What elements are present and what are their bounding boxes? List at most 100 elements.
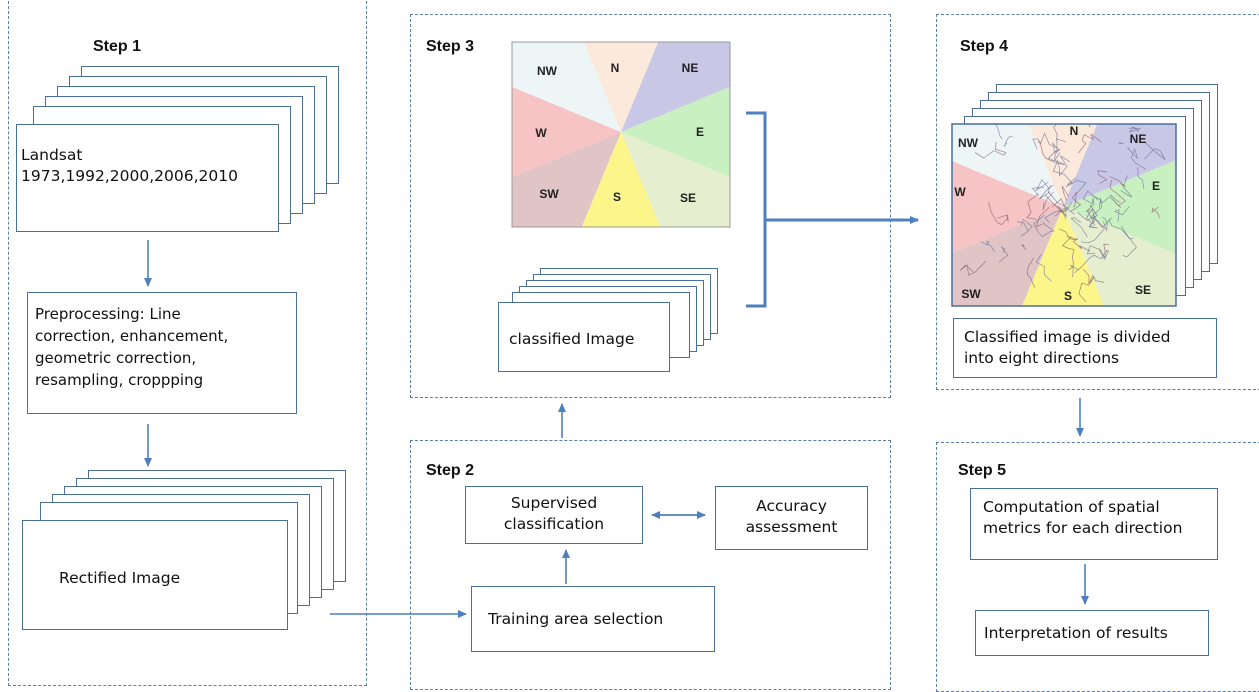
- sector-nw: [952, 124, 1063, 207]
- boundary-line: [1059, 228, 1078, 241]
- direction-label-se: SE: [1135, 283, 1151, 297]
- boundary-line: [1088, 124, 1091, 128]
- boundary-line: [1067, 98, 1078, 109]
- boundary-line: [1113, 205, 1130, 222]
- preprocessing-line: correction, enhancement,: [35, 327, 229, 345]
- boundary-line: [959, 261, 987, 276]
- boundary-line: [1108, 219, 1134, 240]
- boundary-line: [1061, 236, 1075, 271]
- divided-line: Classified image is divided: [964, 328, 1171, 346]
- boundary-line: [1033, 214, 1055, 238]
- interpretation-label: Interpretation of results: [984, 624, 1168, 642]
- boundary-line: [997, 214, 1009, 222]
- rectified-box: Rectified Image: [22, 520, 288, 630]
- boundary-line: [1128, 126, 1142, 133]
- sector-nw: [512, 42, 621, 132]
- boundary-line: [1097, 170, 1108, 184]
- boundary-line: [1070, 191, 1082, 212]
- rectified-label: Rectified Image: [59, 569, 181, 587]
- sector-n: [583, 42, 659, 132]
- step5-label: Step 5: [958, 462, 1007, 479]
- accuracy-line: Accuracy: [756, 497, 827, 515]
- landsat-years: 1973,1992,2000,2006,2010: [21, 167, 238, 185]
- boundary-line: [1047, 138, 1067, 162]
- boundary-line: [1090, 198, 1112, 229]
- preprocessing-line: Preprocessing: Line: [35, 305, 181, 323]
- boundary-line: [1059, 155, 1071, 177]
- step1-label: Step 1: [93, 38, 142, 55]
- direction-label-ne: NE: [1130, 132, 1147, 146]
- divided-line: into eight directions: [964, 349, 1120, 367]
- step4-label: Step 4: [960, 38, 1009, 55]
- sector-sw: [512, 132, 621, 227]
- boundary-line: [1053, 124, 1058, 141]
- boundary-line: [988, 201, 1009, 226]
- boundary-line: [1069, 264, 1080, 278]
- boundary-line: [1109, 176, 1126, 188]
- divided-directions-box: Classified image is divided into eight d…: [953, 318, 1217, 378]
- boundary-line: [1035, 179, 1050, 192]
- direction-label-w: W: [954, 185, 966, 199]
- boundary-line: [1121, 225, 1137, 258]
- boundary-line: [1039, 184, 1054, 200]
- sector-se: [621, 132, 730, 227]
- boundary-line: [1101, 216, 1108, 231]
- sector-e: [1063, 160, 1176, 254]
- direction-label-se: SE: [680, 191, 696, 205]
- boundary-line: [1057, 205, 1075, 220]
- step4-panel: [936, 14, 1259, 390]
- boundary-line: [1082, 190, 1099, 212]
- boundary-line: [1078, 276, 1095, 303]
- direction-label-e: E: [696, 125, 704, 139]
- preprocessing-box: Preprocessing: Line correction, enhancem…: [27, 292, 297, 414]
- sector-w: [952, 161, 1063, 253]
- sector-n: [1028, 124, 1098, 207]
- boundary-line: [1051, 198, 1066, 217]
- direction-label-ne: NE: [682, 61, 699, 75]
- supervised-line: classification: [503, 515, 605, 533]
- boundary-line: [1144, 142, 1166, 160]
- boundary-line: [1026, 257, 1036, 288]
- classified-label: classified Image: [509, 330, 635, 348]
- direction-label-nw: NW: [958, 136, 979, 150]
- boundary-line: [994, 124, 1003, 140]
- boundary-line: [1021, 243, 1027, 251]
- boundary-line: [1099, 243, 1109, 259]
- computation-line: metrics for each direction: [983, 519, 1183, 537]
- step3-panel: [410, 14, 891, 398]
- direction-label-sw: SW: [539, 187, 559, 201]
- direction-label-n: N: [611, 61, 620, 75]
- supervised-classification-box: Supervised classification: [465, 486, 643, 544]
- boundary-line: [1078, 133, 1102, 154]
- boundary-line: [1083, 269, 1105, 284]
- direction-label-s: S: [613, 190, 621, 204]
- direction-label-w: W: [535, 126, 547, 140]
- boundary-line: [1026, 193, 1039, 220]
- sector-s: [1021, 207, 1105, 306]
- boundary-line: [1086, 245, 1109, 260]
- direction-label-n: N: [1070, 124, 1079, 138]
- boundary-line: [1067, 177, 1087, 195]
- boundary-line: [1003, 136, 1013, 148]
- boundary-line: [1037, 141, 1065, 165]
- sector-s: [581, 132, 661, 227]
- preprocessing-line: resampling, croppping: [35, 371, 204, 389]
- landsat-title: Landsat: [21, 146, 83, 164]
- boundary-line: [1137, 167, 1145, 189]
- boundary-line: [1118, 141, 1125, 144]
- accuracy-assessment-box: Accuracy assessment: [715, 486, 868, 550]
- direction-label-s: S: [1064, 289, 1072, 303]
- boundary-line: [980, 241, 995, 252]
- sector-e: [621, 86, 730, 178]
- boundary-line: [1074, 249, 1108, 274]
- boundary-line: [1052, 141, 1066, 165]
- accuracy-line: assessment: [745, 518, 838, 536]
- boundary-line: [1017, 221, 1029, 237]
- step2-label: Step 2: [426, 462, 475, 479]
- computation-line: Computation of spatial: [983, 498, 1160, 516]
- boundary-line: [1077, 204, 1098, 221]
- classified-box: classified Image: [498, 302, 670, 372]
